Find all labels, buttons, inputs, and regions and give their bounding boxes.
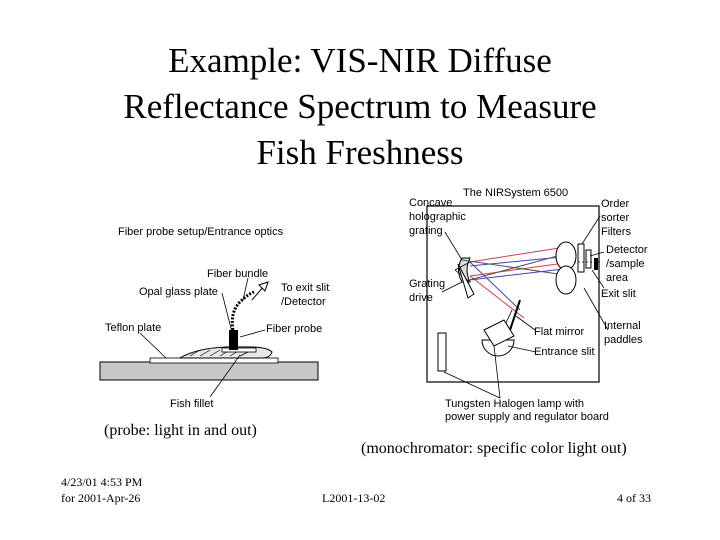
- entrance-slit-label: Entrance slit: [534, 346, 595, 358]
- base-plate: [99, 361, 319, 381]
- exit-slit-label: Exit slit: [601, 288, 636, 300]
- paddles-label: paddles: [604, 334, 643, 346]
- opal-glass-plate: [221, 347, 257, 353]
- title-line-2: Reflectance Spectrum to Measure: [123, 87, 597, 126]
- monochromator-caption: (monochromator: specific color light out…: [361, 440, 627, 457]
- fiber-bundle-shape: [230, 290, 255, 331]
- internal-label: Internal: [604, 320, 641, 332]
- grating-drive-label-2: drive: [409, 292, 433, 304]
- concave-label: Concave: [409, 197, 453, 209]
- opal-glass-label: Opal glass plate: [139, 286, 218, 298]
- probe-diagram: [99, 277, 319, 398]
- slide-title: Example: VIS-NIR Diffuse Reflectance Spe…: [40, 38, 680, 176]
- order-sorter-filters: [577, 243, 585, 273]
- fiber-bundle-label: Fiber bundle: [207, 268, 269, 280]
- footer-page-number: 4 of 33: [617, 491, 651, 505]
- order-label: Order: [601, 198, 630, 210]
- title-line-1: Example: VIS-NIR Diffuse: [168, 41, 552, 80]
- teflon-plate: [149, 357, 279, 364]
- footer-for-date: for 2001-Apr-26: [61, 491, 141, 505]
- nir-housing: [426, 205, 600, 383]
- title-line-3: Fish Freshness: [256, 133, 464, 172]
- nir-diagram: [426, 205, 609, 399]
- to-exit-slit-label: To exit slit: [281, 282, 330, 294]
- flat-mirror: [509, 299, 521, 331]
- grating-drive-label-1: Grating: [409, 278, 446, 290]
- footer-code: L2001-13-02: [322, 491, 386, 505]
- sample-label: /sample: [606, 258, 645, 270]
- footer-datetime: 4/23/01 4:53 PM: [61, 475, 143, 489]
- fiber-probe-label: Fiber probe: [266, 323, 323, 335]
- flat-mirror-label: Flat mirror: [534, 326, 585, 338]
- nir-detector-label: Detector: [606, 244, 648, 256]
- sorter-label: sorter: [601, 212, 630, 224]
- lamp-board: [437, 332, 447, 372]
- holographic-label: holographic: [409, 211, 466, 223]
- lamp-label-2: power supply and regulator board: [445, 411, 609, 423]
- entrance-optics: [481, 339, 515, 357]
- filters-label: Filters: [601, 226, 631, 238]
- fiber-probe-body: [229, 330, 238, 350]
- probe-heading: Fiber probe setup/Entrance optics: [118, 226, 284, 238]
- probe-caption: (probe: light in and out): [104, 422, 257, 439]
- fish-fillet-label: Fish fillet: [170, 398, 214, 410]
- grating-label: grating: [409, 225, 443, 237]
- teflon-label: Teflon plate: [105, 322, 162, 334]
- nir-heading: The NIRSystem 6500: [463, 187, 569, 199]
- detector-label: /Detector: [281, 296, 326, 308]
- grating-rotor: [457, 263, 475, 299]
- area-label: area: [606, 272, 629, 284]
- lamp-label-1: Tungsten Halogen lamp with: [445, 398, 585, 410]
